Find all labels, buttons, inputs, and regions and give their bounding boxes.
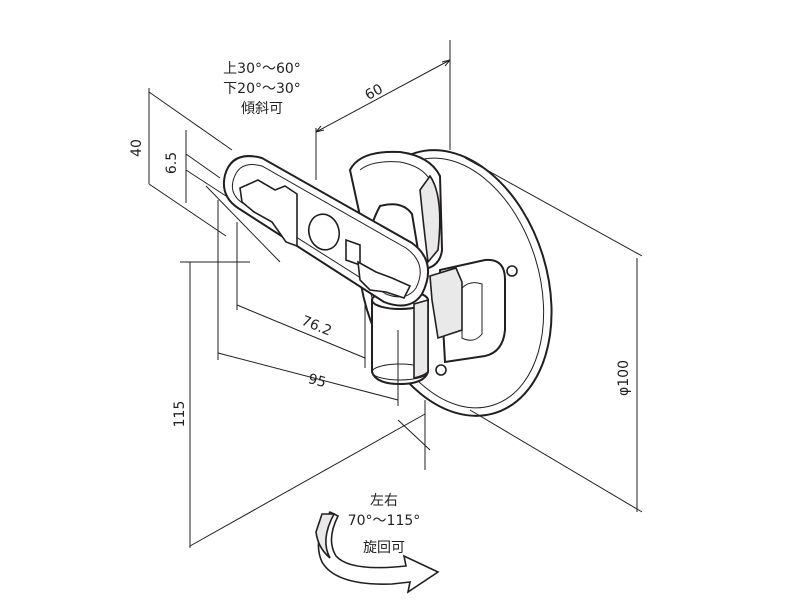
dim-115: 115 bbox=[172, 401, 188, 428]
curved-arrow-icon bbox=[315, 510, 440, 594]
dimension-labels: 60 40 6.5 76.2 95 115 φ100 bbox=[129, 81, 632, 427]
svg-text:上30°～60°: 上30°～60° bbox=[223, 61, 301, 77]
dim-95: 95 bbox=[306, 371, 327, 391]
dim-76-2: 76.2 bbox=[299, 313, 334, 340]
svg-text:下20°～30°: 下20°～30° bbox=[223, 81, 301, 97]
dim-60: 60 bbox=[362, 81, 385, 103]
dim-40: 40 bbox=[129, 139, 145, 157]
swivel-note: 左右 70°～115° 旋回可 bbox=[348, 493, 421, 556]
svg-text:旋回可: 旋回可 bbox=[363, 540, 405, 556]
tilt-note: 上30°～60° 下20°～30° 傾斜可 bbox=[223, 61, 301, 117]
dimension-lines bbox=[148, 40, 643, 548]
screw-hole-bottom bbox=[435, 364, 447, 376]
dim-phi-100: φ100 bbox=[616, 360, 632, 396]
screw-hole-right bbox=[506, 265, 518, 277]
svg-text:左右: 左右 bbox=[370, 493, 398, 509]
dim-6-5: 6.5 bbox=[164, 152, 180, 174]
svg-text:70°～115°: 70°～115° bbox=[348, 513, 421, 529]
front-slotted-plate bbox=[222, 155, 463, 340]
svg-text:傾斜可: 傾斜可 bbox=[241, 101, 283, 117]
